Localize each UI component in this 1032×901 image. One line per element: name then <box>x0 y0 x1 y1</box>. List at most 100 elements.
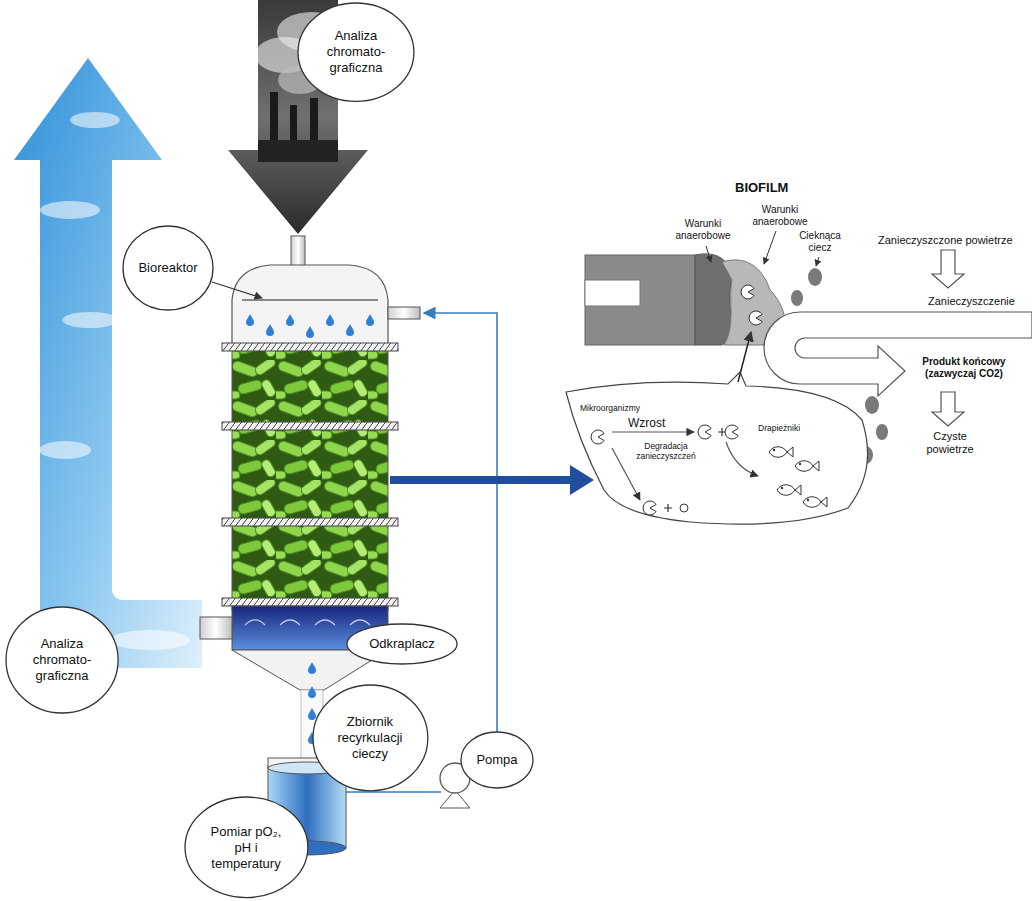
annotation: Warunki anaerobowe <box>668 218 738 243</box>
annotation: Drapieżniki <box>758 417 800 435</box>
callout-ellipse: Pompa <box>460 731 534 789</box>
biofilm-illustration <box>725 425 738 439</box>
annotation: Mikroorganizmy <box>580 397 640 415</box>
flow-label: Produkt końcowy (zazwyczaj CO2) <box>908 356 1020 381</box>
biofilm-illustration <box>865 396 879 414</box>
bioreactor <box>200 236 420 760</box>
bioreactor <box>308 708 316 720</box>
biofilm-illustration <box>816 257 819 266</box>
bioreactor <box>222 598 398 606</box>
callout-text: Analiza chromato-graficzna <box>22 636 102 684</box>
biofilm-illustration <box>803 497 827 508</box>
panel-title: BIOFILM <box>735 178 788 196</box>
biofilm-illustration <box>680 504 688 512</box>
ellipse-outline <box>461 732 533 788</box>
clean-air-arrow <box>14 58 202 668</box>
leader-line <box>212 282 262 298</box>
process-label: Wzrost <box>628 417 665 431</box>
annotation: Warunki anaerobowe <box>745 204 815 229</box>
bioreactor <box>232 265 388 345</box>
bioreactor <box>286 314 294 326</box>
biofilm-illustration <box>876 424 888 440</box>
bioreactor <box>245 620 265 625</box>
bioreactor <box>308 662 316 674</box>
biofilm-illustration <box>749 311 762 325</box>
bioreactor <box>200 617 232 639</box>
biofilm-illustration <box>777 485 801 496</box>
callout-text: Bioreaktor <box>138 260 197 276</box>
callout-ellipse: Analiza chromato-graficzna <box>5 606 119 714</box>
bioreactor <box>245 620 370 625</box>
bioreactor <box>246 314 254 326</box>
biofilm-illustration <box>741 285 754 299</box>
clean-air-arrow <box>70 112 120 128</box>
process-label: Degradacja zanieczyszczeń <box>630 442 702 462</box>
bioreactor <box>291 236 305 266</box>
panel-title: BIOFILM <box>735 181 788 196</box>
biofilm-illustration <box>585 280 640 306</box>
biofilm-illustration <box>643 501 656 515</box>
biofilm-illustration <box>698 425 711 439</box>
callout-text: Pomiar pO₂, pH i temperatury <box>203 824 289 872</box>
biofilm-illustration <box>738 332 751 382</box>
flow-label: Czyste powietrze <box>915 430 985 457</box>
bioreactor <box>222 422 398 430</box>
biofilm-illustration <box>795 461 819 472</box>
biofilm-illustration <box>566 372 868 524</box>
biofilm-illustration <box>764 231 776 264</box>
clean-air-arrow <box>40 201 100 219</box>
flow-label: Zanieczyszczenie <box>928 295 1015 308</box>
bioreactor <box>232 345 388 610</box>
biofilm-illustration <box>791 290 803 306</box>
biofilm-illustration <box>769 447 793 458</box>
annotation: Cieknąca ciecz <box>792 230 848 253</box>
leader-line <box>212 282 262 298</box>
ellipse-outline <box>298 3 414 101</box>
callout-ellipse: Pomiar pO₂, pH i temperatury <box>184 796 309 899</box>
polluted-air-arrow <box>258 140 338 162</box>
callout-text: Odkraplacz <box>369 636 435 652</box>
biofilm-illustration <box>664 504 672 512</box>
recirculation-line <box>345 791 441 793</box>
biofilm-illustration <box>808 268 822 286</box>
clean-air-arrow <box>62 312 118 328</box>
biofilm-illustration <box>612 448 640 500</box>
callout-ellipse: Zbiornik recyrkulacji cieczy <box>312 684 429 792</box>
ellipse-outline <box>313 685 428 791</box>
annotation: Cieknąca ciecz <box>792 230 848 255</box>
zoom-arrow <box>390 476 572 484</box>
ellipse-outline <box>347 624 457 664</box>
callout-text: Pompa <box>476 752 517 768</box>
zoom-arrow <box>570 465 594 495</box>
flow-label: Zanieczyszczenie <box>928 291 1015 309</box>
clean-air-arrow <box>39 112 190 650</box>
biofilm-illustration <box>764 312 1032 396</box>
bioreactor <box>222 343 398 351</box>
bioreactor <box>366 314 374 326</box>
flow-label: Czyste powietrze <box>915 430 985 455</box>
bioreactor <box>242 299 378 301</box>
bioreactor <box>315 620 335 625</box>
ellipse-outline <box>123 226 213 310</box>
callout-text: Zbiornik recyrkulacji cieczy <box>329 714 411 762</box>
clean-air-arrow <box>110 630 190 650</box>
bioreactor <box>308 686 316 698</box>
callout-ellipse: Odkraplacz <box>346 623 458 665</box>
biofilm-illustration <box>566 231 1032 524</box>
biofilm-illustration <box>932 392 964 426</box>
zoom-arrow <box>390 465 594 495</box>
flow-label: Produkt końcowy (zazwyczaj CO2) <box>908 356 1020 379</box>
annotation: Drapieżniki <box>758 424 800 434</box>
callout-ellipse: Bioreaktor <box>122 225 214 311</box>
ellipse-outline <box>185 797 308 898</box>
bioreactor <box>388 307 420 319</box>
callout-ellipse: Analiza chromato-graficzna <box>297 2 415 102</box>
biofilm-illustration <box>726 442 758 476</box>
annotation: Warunki anaerobowe <box>745 204 815 227</box>
clean-air-arrow <box>39 441 91 459</box>
process-label: Degradacja zanieczyszczeń <box>630 442 702 463</box>
bioreactor <box>306 326 314 338</box>
clean-air-arrow <box>14 58 202 668</box>
